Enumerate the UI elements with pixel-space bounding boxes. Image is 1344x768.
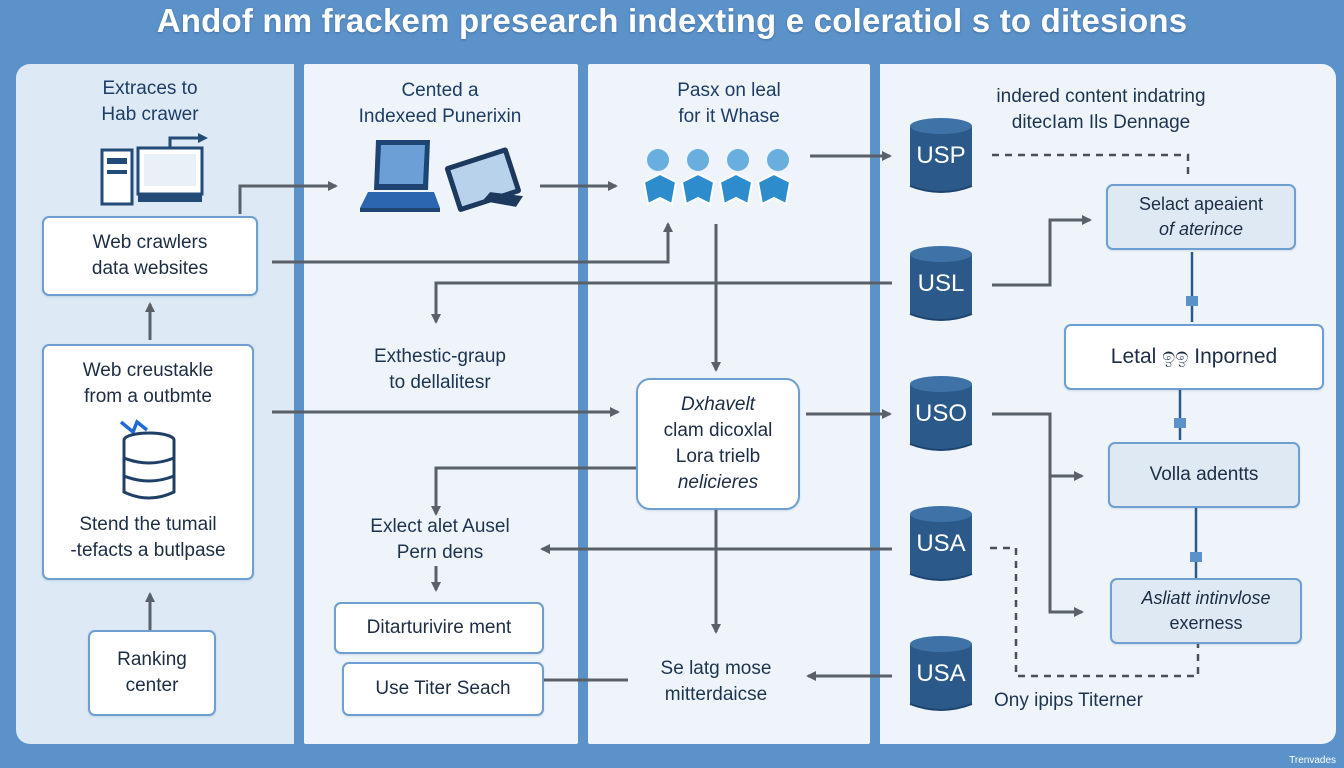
letal-inporned-box: Letal ඉඉ Inporned	[1064, 324, 1324, 390]
database-usa-bottom: USA	[908, 634, 974, 714]
database-usp: USP	[908, 116, 974, 196]
database-icon	[909, 246, 973, 321]
arrow	[1048, 476, 1084, 617]
lightning-icon	[119, 419, 149, 435]
process-center-label: nelicieres	[677, 472, 759, 493]
col2-header-line: Cented a	[401, 80, 479, 101]
use-titer-seach-label: Use Titer Seach	[375, 678, 511, 699]
selact-label: Selact apeaient	[1138, 194, 1264, 214]
col3-header-line: for it Whase	[678, 106, 780, 127]
web-data-label: Stend the tumail	[79, 514, 217, 535]
ranking-center-label: center	[125, 675, 179, 696]
col3-text-merge: Se latg mose mitterdaicse	[616, 656, 816, 708]
corner-tag: Trenvades	[1289, 755, 1336, 766]
letal-inporned-label: Letal ඉඉ Inporned	[1110, 345, 1278, 368]
arrow	[238, 181, 338, 214]
volla-adentts-label: Volla adentts	[1149, 464, 1259, 485]
arrow-group	[145, 151, 1092, 682]
ditarturivire-label: Ditarturivire ment	[366, 617, 512, 638]
arrow	[272, 222, 673, 264]
arrow	[431, 466, 636, 516]
asliatt-label: exerness	[1169, 613, 1243, 633]
connector-node	[1174, 418, 1186, 428]
database-icon	[909, 506, 973, 581]
web-data-label: -tefacts a butlpase	[70, 540, 226, 561]
asliatt-label: Asliatt intinvlose	[1141, 588, 1271, 608]
col3-header-line: Pasx on leal	[677, 80, 781, 101]
col2-text-extract: Exthestic-graup to dellalitesr	[322, 344, 558, 396]
database-icon	[909, 118, 973, 193]
selact-box: Selact apeaient of aterince	[1106, 184, 1296, 250]
arrow	[992, 215, 1092, 287]
database-label: USL	[917, 270, 965, 297]
dashed-connector	[990, 546, 1200, 678]
col4-header-line: indered content indatring	[996, 86, 1206, 107]
tablet-icon	[444, 147, 523, 212]
col2-text-line: Exthestic-graup	[373, 346, 506, 367]
connector-node	[1190, 552, 1202, 562]
database-icon	[909, 376, 973, 451]
database-icon	[909, 636, 973, 711]
database-label: USP	[916, 142, 966, 169]
arrow	[431, 281, 892, 324]
col4-footer-text: Ony ipips Titerner	[994, 690, 1143, 711]
database-icon	[119, 419, 176, 500]
devices-illustration	[360, 140, 523, 212]
col2-text-line: to dellalitesr	[389, 372, 491, 393]
asliatt-box: Asliatt intinvlose exerness	[1110, 578, 1302, 644]
database-usl: USL	[908, 244, 974, 324]
process-center-label: clam dicoxlal	[663, 420, 773, 441]
web-crawlers-label: Web crawlers	[92, 232, 208, 253]
ditarturivire-box: Ditarturivire ment	[334, 602, 544, 654]
connector-node	[1186, 296, 1198, 306]
col4-header: indered content indatring ditecIam Ils D…	[966, 84, 1236, 136]
col4-header-line: ditecIam Ils Dennage	[1011, 112, 1191, 133]
process-center-label: Dxhavelt	[681, 394, 755, 415]
use-titer-seach-box: Use Titer Seach	[342, 662, 544, 716]
web-crawlers-box: Web crawlers data websites	[42, 216, 258, 296]
process-center-label: Lora trielb	[675, 446, 761, 467]
ranking-center-label: Ranking	[117, 649, 187, 670]
ranking-center-box: Ranking center	[88, 630, 216, 716]
col3-text-line: mitterdaicse	[664, 684, 768, 705]
laptop-icon	[360, 140, 440, 212]
col2-text-select: Exlect alet Ausel Pern dens	[322, 514, 558, 566]
col2-header-line: Indexeed Punerixin	[358, 106, 522, 127]
web-data-label: from a outbmte	[84, 386, 212, 407]
database-uso: USO	[908, 374, 974, 454]
diagram-title: Andof nm frackem presearch indexting e c…	[156, 2, 1188, 39]
dashed-connector	[992, 153, 1190, 180]
process-center-box: Dxhavelt clam dicoxlal Lora trielb nelic…	[636, 378, 800, 510]
col2-text-line: Pern dens	[396, 542, 484, 563]
people-group-icon	[642, 149, 792, 206]
database-label: USO	[914, 400, 967, 427]
database-label: USA	[916, 530, 966, 557]
volla-adentts-box: Volla adentts	[1108, 442, 1300, 508]
col2-header: Cented a Indexeed Punerixin	[320, 78, 560, 130]
desktop-computer-icon	[100, 133, 208, 206]
col2-text-line: Exlect alet Ausel	[370, 516, 510, 537]
arrow	[992, 412, 1084, 481]
web-crawlers-label: data websites	[91, 258, 209, 279]
col1-header-line: Extraces to	[102, 78, 198, 99]
col1-header-line: Hab crawer	[101, 104, 199, 125]
col3-header: Pasx on leal for it Whase	[604, 78, 854, 130]
database-usa: USA	[908, 504, 974, 584]
col1-header: Extraces to Hab crawer	[52, 76, 248, 128]
selact-label: of aterince	[1158, 219, 1244, 239]
col3-text-line: Se latg mose	[660, 658, 772, 679]
database-label: USA	[916, 660, 966, 687]
web-data-box: Web creustakle from a outbmte Stend the …	[42, 344, 254, 580]
web-data-label: Web creustakle	[82, 360, 214, 381]
